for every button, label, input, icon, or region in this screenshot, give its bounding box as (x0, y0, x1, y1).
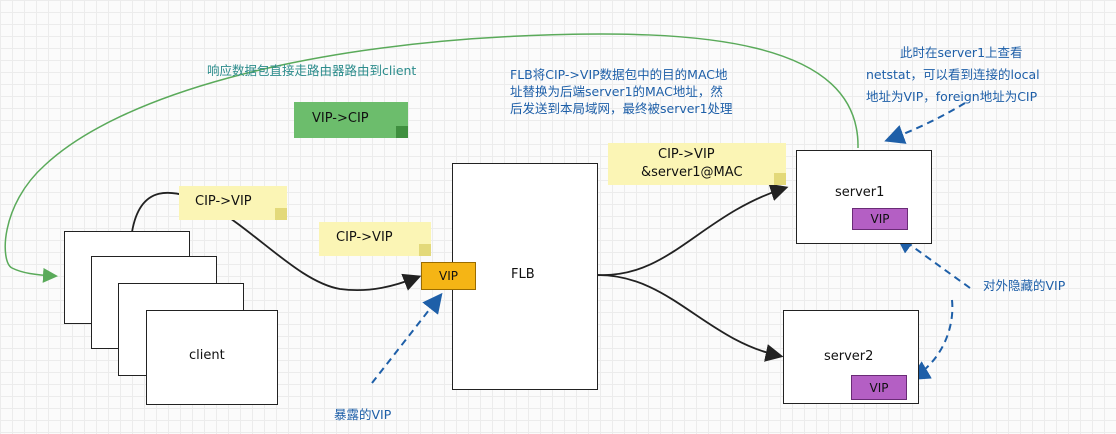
annotation-hidden-vip: 对外隐藏的VIP (983, 278, 1066, 293)
flb-box: FLB (452, 163, 598, 390)
client-label: client (189, 348, 225, 363)
client-request-path (131, 191, 422, 292)
note-cip-vip-mac-line1: CIP->VIP (658, 147, 715, 162)
annotation-netstat-line3: 地址为VIP，foreign地址为CIP (866, 89, 1038, 104)
annotation-netstat-line1: 此时在server1上查看 (900, 45, 1023, 60)
exposed-vip-pointer (371, 292, 443, 384)
flb-to-server1-path (597, 183, 789, 276)
note-vip-to-cip: VIP->CIP (294, 102, 408, 138)
note-fold (275, 208, 287, 220)
annotation-flb-explain-line3: 后发送到本局域网，最终被server1处理 (510, 101, 733, 116)
server1-label: server1 (835, 185, 885, 200)
flb-vip-badge: VIP (421, 262, 476, 290)
response-path (4, 33, 859, 283)
flb-label: FLB (511, 267, 535, 282)
note-cip-vip-mac: CIP->VIP &server1@MAC (608, 143, 786, 185)
netstat-pointer (884, 102, 966, 144)
note-cip-to-vip-2-text: CIP->VIP (336, 230, 393, 245)
annotation-netstat: 此时在server1上查看 netstat，可以看到连接的local 地址为VI… (866, 42, 1040, 108)
server2-label: server2 (824, 349, 874, 364)
annotation-response-direct: 响应数据包直接走路由器路由到client (207, 63, 417, 78)
note-vip-to-cip-text: VIP->CIP (312, 111, 369, 126)
note-cip-vip-mac-line2: &server1@MAC (641, 165, 743, 180)
client-box: client (146, 310, 278, 405)
annotation-netstat-line2: netstat，可以看到连接的local (866, 67, 1040, 82)
annotation-flb-explain-line2: 址替换为后端server1的MAC地址，然 (510, 84, 723, 99)
flb-to-server2-path (597, 274, 784, 362)
annotation-flb-explain: FLB将CIP->VIP数据包中的目的MAC地 址替换为后端server1的MA… (510, 66, 733, 117)
note-cip-to-vip-1: CIP->VIP (179, 186, 287, 220)
annotation-exposed-vip: 暴露的VIP (334, 407, 392, 422)
server1-box: server1 (796, 150, 932, 244)
annotation-flb-explain-line1: FLB将CIP->VIP数据包中的目的MAC地 (510, 67, 728, 82)
server2-vip-badge: VIP (851, 375, 907, 400)
note-cip-to-vip-2: CIP->VIP (319, 222, 431, 256)
server1-vip-badge: VIP (852, 208, 908, 230)
note-fold (396, 126, 408, 138)
note-cip-to-vip-1-text: CIP->VIP (195, 194, 252, 209)
note-fold (419, 244, 431, 256)
note-fold (774, 173, 786, 185)
